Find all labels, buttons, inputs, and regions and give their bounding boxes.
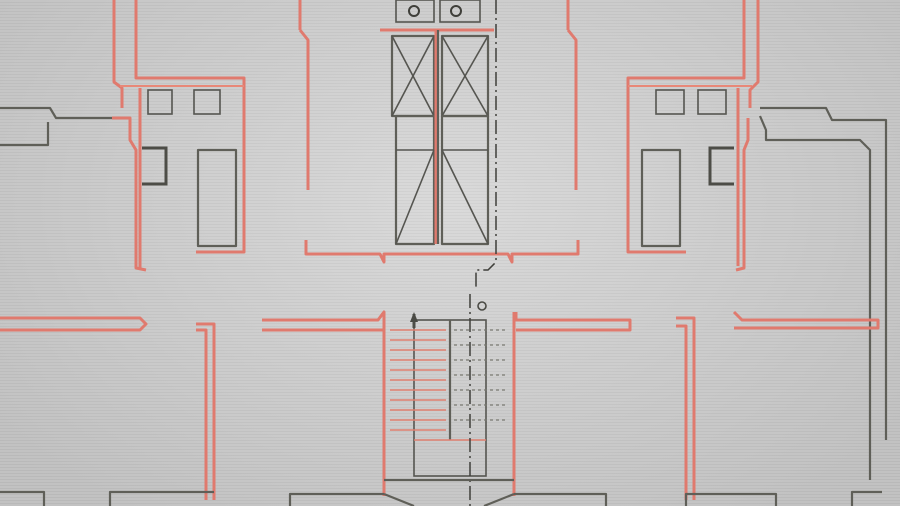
elevator-shaft-right <box>439 0 490 246</box>
axis-line <box>469 0 497 506</box>
stair-flight <box>382 301 516 496</box>
elevator-shaft-left <box>390 0 436 246</box>
bathroom-right <box>640 89 734 248</box>
bottom-walls <box>0 478 882 506</box>
top-right-walls <box>626 0 888 480</box>
elevator-core <box>298 0 580 264</box>
bathroom-left <box>142 89 238 248</box>
top-left-walls <box>0 0 246 272</box>
